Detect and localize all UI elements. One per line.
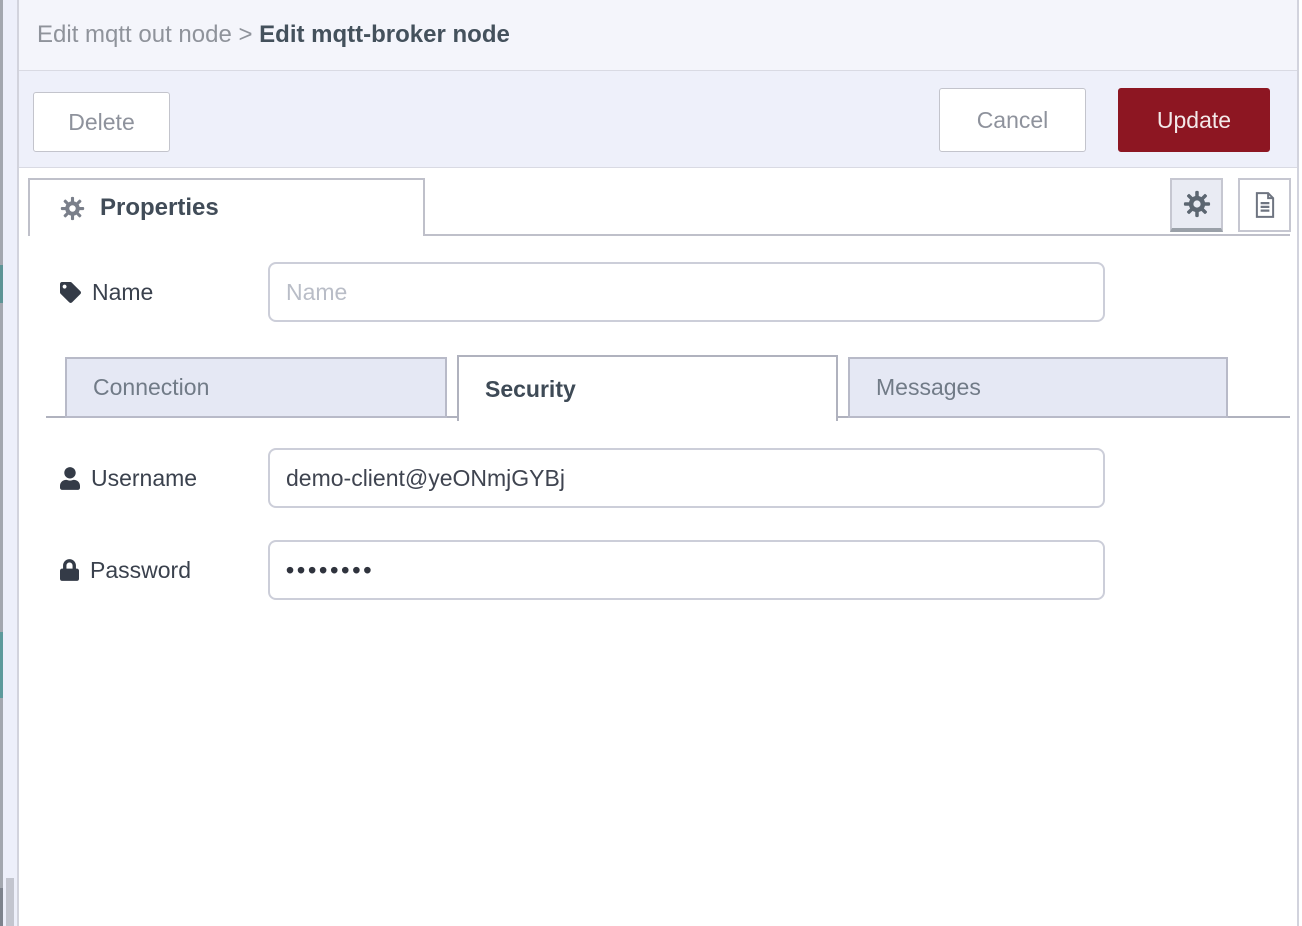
workspace-edge-strip (0, 888, 3, 926)
tab-properties[interactable]: Properties (28, 178, 425, 236)
username-label-text: Username (91, 464, 198, 491)
tab-security[interactable]: Security (457, 355, 838, 421)
messages-tab-label: Messages (876, 374, 981, 400)
tray-toolbar: Delete Cancel Update (19, 71, 1297, 168)
tab-connection[interactable]: Connection (65, 357, 447, 418)
tray-content: Properties (19, 168, 1297, 925)
password-input[interactable] (268, 540, 1105, 600)
palette-node-fragment (0, 632, 3, 698)
lock-icon (60, 559, 79, 581)
name-field-label: Name (60, 262, 153, 322)
breadcrumb: Edit mqtt out node > Edit mqtt-broker no… (19, 0, 1297, 71)
breadcrumb-current: Edit mqtt-broker node (259, 21, 510, 48)
breadcrumb-separator: > (231, 21, 260, 48)
security-tab-label: Security (485, 375, 576, 402)
name-label-text: Name (92, 278, 154, 305)
connection-tab-label: Connection (93, 374, 210, 400)
scrollbar-thumb[interactable] (6, 878, 14, 926)
palette-node-fragment (0, 265, 3, 303)
properties-tab-label: Properties (100, 194, 219, 221)
node-description-button[interactable] (1238, 178, 1291, 232)
tab-messages[interactable]: Messages (848, 357, 1228, 418)
properties-tab-underline (425, 234, 1290, 236)
tag-icon (60, 281, 81, 303)
breadcrumb-parent[interactable]: Edit mqtt out node (37, 21, 232, 48)
workspace-edge-strip (0, 0, 3, 926)
update-button[interactable]: Update (1118, 88, 1270, 152)
workspace-gutter (3, 0, 17, 926)
cancel-button[interactable]: Cancel (939, 88, 1086, 152)
edit-node-tray: Edit mqtt out node > Edit mqtt-broker no… (17, 0, 1299, 926)
username-input[interactable] (268, 448, 1105, 508)
password-label-text: Password (90, 556, 191, 583)
name-input[interactable] (268, 262, 1105, 322)
user-icon (60, 466, 80, 490)
node-properties-button[interactable] (1170, 178, 1223, 232)
password-field-label: Password (60, 540, 191, 600)
gear-icon (1183, 190, 1211, 218)
username-field-label: Username (60, 448, 197, 508)
delete-button[interactable]: Delete (33, 92, 170, 152)
document-icon (1250, 190, 1280, 220)
gear-icon (60, 196, 85, 221)
